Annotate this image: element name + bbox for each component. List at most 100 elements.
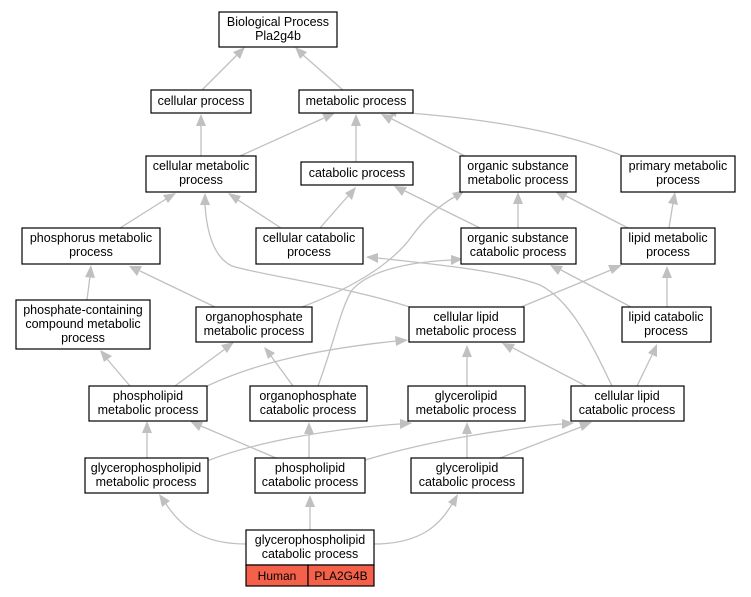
- node-label-line: catabolic process: [262, 547, 359, 561]
- node-label-line: lipid catabolic: [628, 310, 703, 324]
- node-lipid-metabolic-process[interactable]: lipid metabolic process: [620, 227, 716, 265]
- node-label-line: metabolic process: [204, 324, 305, 338]
- node-label-line: cellular lipid: [433, 310, 498, 324]
- node-label-line: phosphorus metabolic: [30, 231, 152, 245]
- node-label-line: organophosphate: [259, 389, 356, 403]
- edge-glmp-to-clmp: [462, 345, 472, 386]
- edge-cmp-to-cp: [196, 114, 206, 156]
- node-label-line: cellular catabolic: [263, 231, 355, 245]
- node-phosphate-containing-compound-metabolic-process[interactable]: phosphate-containing compound metabolic …: [15, 299, 151, 350]
- node-label-line: process: [179, 173, 223, 187]
- node-label-line: metabolic process: [416, 324, 517, 338]
- node-label-line: metabolic process: [98, 403, 199, 417]
- node-label-line: glycerolipid: [435, 389, 498, 403]
- node-label-line: organic substance: [467, 159, 569, 173]
- node-phospholipid-metabolic-process[interactable]: phospholipid metabolic process: [88, 385, 208, 422]
- edge-glcp-to-clcp: [499, 422, 592, 459]
- node-label-line: catabolic process: [260, 403, 357, 417]
- species-label: Human: [258, 569, 297, 583]
- edge-opmp-to-osmp: [301, 190, 465, 308]
- node-label-line: metabolic process: [306, 94, 407, 108]
- node-label-line: glycerophospholipid: [255, 533, 366, 547]
- node-metabolic-process[interactable]: metabolic process: [298, 89, 414, 114]
- node-label-line: organophosphate: [205, 310, 302, 324]
- gene-label: PLA2G4B: [314, 569, 367, 583]
- node-label-line: process: [69, 245, 113, 259]
- node-label-line: metabolic process: [96, 475, 197, 489]
- node-glycerolipid-catabolic-process[interactable]: glycerolipid catabolic process: [410, 457, 524, 494]
- edge-lmp-to-osmp: [555, 191, 629, 229]
- node-label-line: phospholipid: [275, 461, 345, 475]
- node-label-line: process: [287, 245, 331, 259]
- node-label-line: catabolic process: [419, 475, 516, 489]
- edge-gplmp-to-plmp: [142, 421, 152, 458]
- node-biological-process[interactable]: Biological Process Pla2g4b: [218, 11, 338, 48]
- edge-clcp-to-ccp: [366, 253, 613, 387]
- edge-opmp-to-phmp: [129, 266, 216, 308]
- edge-gplcp-to-plcp: [305, 495, 315, 530]
- node-label-line: process: [61, 331, 105, 345]
- node-organophosphate-metabolic-process[interactable]: organophosphate metabolic process: [195, 306, 313, 343]
- edge-lcp-to-lmp: [662, 266, 672, 307]
- edge-clmp-to-cmp: [200, 193, 411, 308]
- edge-cmp-to-mp: [239, 113, 335, 157]
- node-cellular-process[interactable]: cellular process: [150, 89, 252, 114]
- node-glycerophospholipid-metabolic-process[interactable]: glycerophospholipid metabolic process: [84, 457, 209, 494]
- node-label-line: cellular metabolic: [153, 159, 250, 173]
- node-cellular-lipid-metabolic-process[interactable]: cellular lipid metabolic process: [408, 306, 525, 343]
- edge-plmp-to-pcmp: [100, 350, 131, 387]
- node-organic-substance-metabolic-process[interactable]: organic substance metabolic process: [459, 155, 577, 193]
- edge-ccp-to-cmp: [228, 193, 282, 229]
- annotation-row: Human PLA2G4B: [245, 564, 375, 587]
- node-cellular-lipid-catabolic-process[interactable]: cellular lipid catabolic process: [570, 385, 685, 422]
- node-primary-metabolic-process[interactable]: primary metabolic process: [620, 155, 736, 193]
- node-label-line: process: [646, 245, 690, 259]
- edge-plcp-to-opcp: [304, 422, 314, 458]
- edge-gplmp-to-glmp: [206, 419, 412, 462]
- node-label-line: metabolic process: [468, 173, 569, 187]
- node-label-line: glycerophospholipid: [91, 461, 202, 475]
- gene-cell: [307, 564, 375, 587]
- node-label-line: phospholipid: [113, 389, 183, 403]
- node-label-line: Biological Process: [227, 15, 329, 29]
- node-label-line: primary metabolic: [629, 159, 728, 173]
- node-glycerophospholipid-catabolic-process[interactable]: glycerophospholipid catabolic process: [245, 529, 375, 566]
- node-label-line: Pla2g4b: [255, 29, 301, 43]
- node-label-line: glycerolipid: [436, 461, 499, 475]
- node-organic-substance-catabolic-process[interactable]: organic substance catabolic process: [460, 227, 577, 265]
- node-label-line: catabolic process: [262, 475, 359, 489]
- edge-catp-to-mp: [351, 114, 361, 162]
- edge-clmp-to-lmp: [520, 265, 622, 308]
- node-cellular-catabolic-process[interactable]: cellular catabolic process: [255, 227, 364, 265]
- node-label-line: metabolic process: [416, 403, 517, 417]
- edge-glcp-to-glmp: [462, 422, 472, 458]
- edge-plcp-to-plmp: [190, 421, 277, 459]
- node-phosphorus-metabolic-process[interactable]: phosphorus metabolic process: [21, 227, 161, 265]
- node-label-line: catabolic process: [470, 245, 567, 259]
- node-label-line: catabolic process: [579, 403, 676, 417]
- node-glycerolipid-metabolic-process[interactable]: glycerolipid metabolic process: [407, 385, 526, 422]
- edge-plcp-to-clcp: [361, 419, 574, 462]
- node-label-line: organic substance: [467, 231, 569, 245]
- edge-opcp-to-opmp: [264, 347, 294, 387]
- edge-plmp-to-clmp: [202, 336, 408, 389]
- node-lipid-catabolic-process[interactable]: lipid catabolic process: [621, 306, 712, 343]
- node-label-line: compound metabolic: [25, 317, 140, 331]
- edge-gplcp-to-glcp: [373, 494, 458, 545]
- node-label-line: cellular process: [158, 94, 245, 108]
- edge-lcp-to-oscp: [550, 265, 632, 308]
- edge-lmp-to-pmp: [668, 192, 678, 229]
- node-label-line: process: [656, 173, 700, 187]
- edge-oscp-to-catp: [394, 186, 481, 229]
- edge-cp-to-bp: [200, 47, 245, 92]
- node-cellular-metabolic-process[interactable]: cellular metabolic process: [145, 155, 257, 193]
- edge-opcp-to-oscp: [317, 255, 463, 387]
- node-label-line: catabolic process: [309, 166, 406, 180]
- edge-clcp-to-lcp: [636, 344, 657, 387]
- node-organophosphate-catabolic-process[interactable]: organophosphate catabolic process: [249, 385, 368, 422]
- node-catabolic-process[interactable]: catabolic process: [300, 161, 414, 186]
- edge-pcmp-to-phmp: [85, 265, 95, 301]
- node-phospholipid-catabolic-process[interactable]: phospholipid catabolic process: [254, 457, 366, 494]
- edge-phmp-to-cmp: [119, 193, 176, 229]
